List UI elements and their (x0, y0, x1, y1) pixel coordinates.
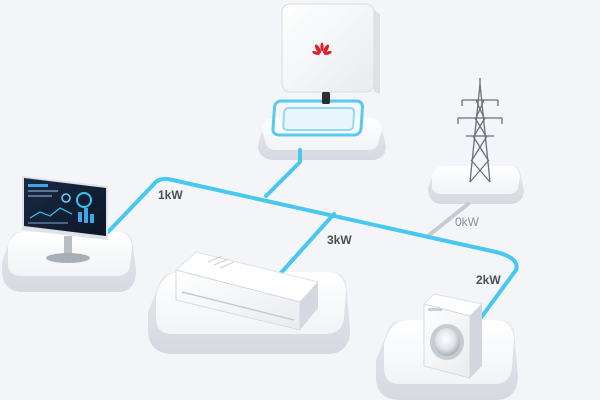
monitor-flow-label: 1kW (158, 188, 183, 202)
grid-platform (428, 166, 524, 204)
grid-line (426, 202, 470, 238)
grid-flow-label: 0kW (455, 215, 480, 229)
inverter-icon[interactable] (271, 3, 380, 137)
huawei-logo-icon (312, 42, 332, 56)
air-conditioner-line (278, 212, 336, 276)
washing-machine-flow-label: 2kW (476, 273, 501, 287)
air-conditioner-icon (174, 251, 319, 331)
monitor-icon (22, 176, 108, 263)
transmission-tower-icon (457, 78, 503, 183)
inverter-line (264, 148, 302, 198)
washing-machine-icon (423, 293, 484, 379)
air-conditioner-flow-label: 3kW (327, 233, 352, 247)
power-lines (106, 148, 519, 332)
